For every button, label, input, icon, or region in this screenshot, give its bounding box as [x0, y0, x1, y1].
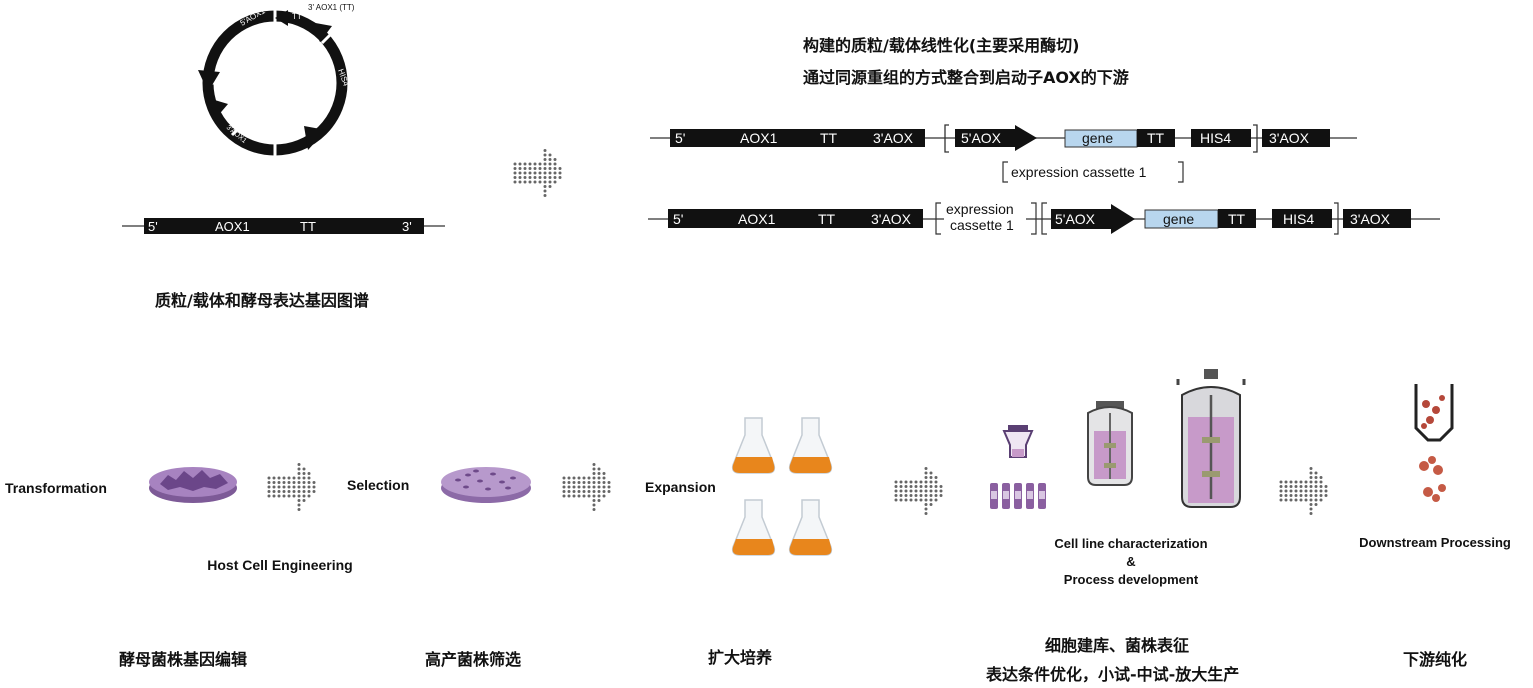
- plasmid-arrow-5: [275, 10, 288, 26]
- row2-cassette-1: expression: [946, 201, 1014, 217]
- label-host-cell: Host Cell Engineering: [207, 557, 353, 573]
- caption-gene-editing: 酵母菌株基因编辑: [119, 650, 248, 669]
- caption-screening: 高产菌株筛选: [425, 650, 522, 669]
- dotted-arrow-2: [562, 463, 611, 511]
- plasmid-caption: 质粒/载体和酵母表达基因图谱: [155, 291, 369, 310]
- row2-aox1: AOX1: [738, 211, 776, 227]
- row1-promoter-arrow: [955, 125, 1037, 151]
- row2-tt2: TT: [1228, 211, 1246, 227]
- row1-tt2: TT: [1147, 130, 1165, 146]
- row1-gene: gene: [1082, 130, 1113, 146]
- row1-aox3b: 3'AOX: [1269, 130, 1310, 146]
- small-vessel: [1002, 425, 1034, 458]
- flask-1: [731, 417, 776, 474]
- row1-cassette: expression cassette 1: [1011, 164, 1147, 180]
- linear-tt-label: TT: [300, 219, 316, 234]
- integration-row-1: 5' AOX1 TT 3'AOX 5'AOX gene TT HIS4 3'AO…: [650, 124, 1357, 183]
- label-downstream: Downstream Processing: [1359, 535, 1511, 550]
- label-selection: Selection: [347, 477, 410, 493]
- label-cell-line-2: Process development: [1063, 572, 1199, 587]
- dotted-arrow-4: [1279, 467, 1328, 515]
- plasmid-label-tt: TT: [292, 12, 302, 21]
- row1-his4: HIS4: [1200, 130, 1231, 146]
- row2-aox3b: 3'AOX: [1350, 211, 1391, 227]
- dotted-arrow-top: [513, 149, 562, 197]
- plasmid-arrow-4: [310, 22, 332, 42]
- row1-aox1: AOX1: [740, 130, 778, 146]
- row2-5: 5': [673, 211, 683, 227]
- linear-5-label: 5': [148, 219, 158, 234]
- plasmid-map: 5'AOX1 TT 3' AOX1 (TT) HIS4 3'AOX1: [198, 3, 355, 156]
- label-cell-line-1: Cell line characterization: [1054, 536, 1208, 551]
- row2-promoter-arrow: [1051, 204, 1135, 234]
- label-expansion: Expansion: [645, 479, 716, 495]
- row2-paox5: 5'AOX: [1055, 211, 1096, 227]
- integration-title-2: 通过同源重组的方式整合到启动子AOX的下游: [803, 68, 1129, 87]
- row2-gene: gene: [1163, 211, 1194, 227]
- flasks-group: [731, 417, 833, 556]
- dotted-arrow-1: [267, 463, 316, 511]
- row1-aox3: 3'AOX: [873, 130, 914, 146]
- dotted-arrow-3: [894, 467, 943, 515]
- plasmid-arrow-3: [304, 126, 326, 150]
- linear-3-label: 3': [402, 219, 412, 234]
- label-cell-line-amp: &: [1126, 554, 1136, 569]
- plasmid-label-aox3-tt: 3' AOX1 (TT): [308, 3, 355, 12]
- caption-optimization: 表达条件优化，小试-中试-放大生产: [986, 665, 1240, 684]
- flask-4: [788, 499, 833, 556]
- flask-3: [731, 499, 776, 556]
- flask-2: [788, 417, 833, 474]
- downstream-column-icon: [1414, 384, 1454, 502]
- large-bioreactor: [1176, 369, 1246, 508]
- row1-paox5: 5'AOX: [961, 130, 1002, 146]
- plasmid-arrow-1: [198, 70, 220, 92]
- medium-bioreactor: [1087, 401, 1133, 486]
- linear-aox1-label: AOX1: [215, 219, 250, 234]
- row1-tt: TT: [820, 130, 838, 146]
- petri-dish-selection: [441, 467, 531, 503]
- integration-row-2: 5' AOX1 TT 3'AOX expression cassette 1 5…: [648, 200, 1440, 236]
- bioreactor-group: [990, 369, 1246, 509]
- label-transformation: Transformation: [5, 480, 107, 496]
- row2-aox3: 3'AOX: [871, 211, 912, 227]
- row2-his4: HIS4: [1283, 211, 1314, 227]
- row2-tt: TT: [818, 211, 836, 227]
- petri-dish-engineering: [149, 467, 237, 503]
- caption-expansion: 扩大培养: [708, 648, 773, 667]
- caption-cell-bank: 细胞建库、菌株表征: [1045, 636, 1190, 655]
- plasmid-arrow-2: [208, 98, 228, 118]
- caption-downstream: 下游纯化: [1403, 650, 1468, 669]
- row1-5: 5': [675, 130, 685, 146]
- row2-cassette-2: cassette 1: [950, 217, 1014, 233]
- integration-title-1: 构建的质粒/载体线性化(主要采用酶切): [803, 36, 1080, 55]
- linear-plasmid: 5' AOX1 TT 3': [122, 218, 445, 234]
